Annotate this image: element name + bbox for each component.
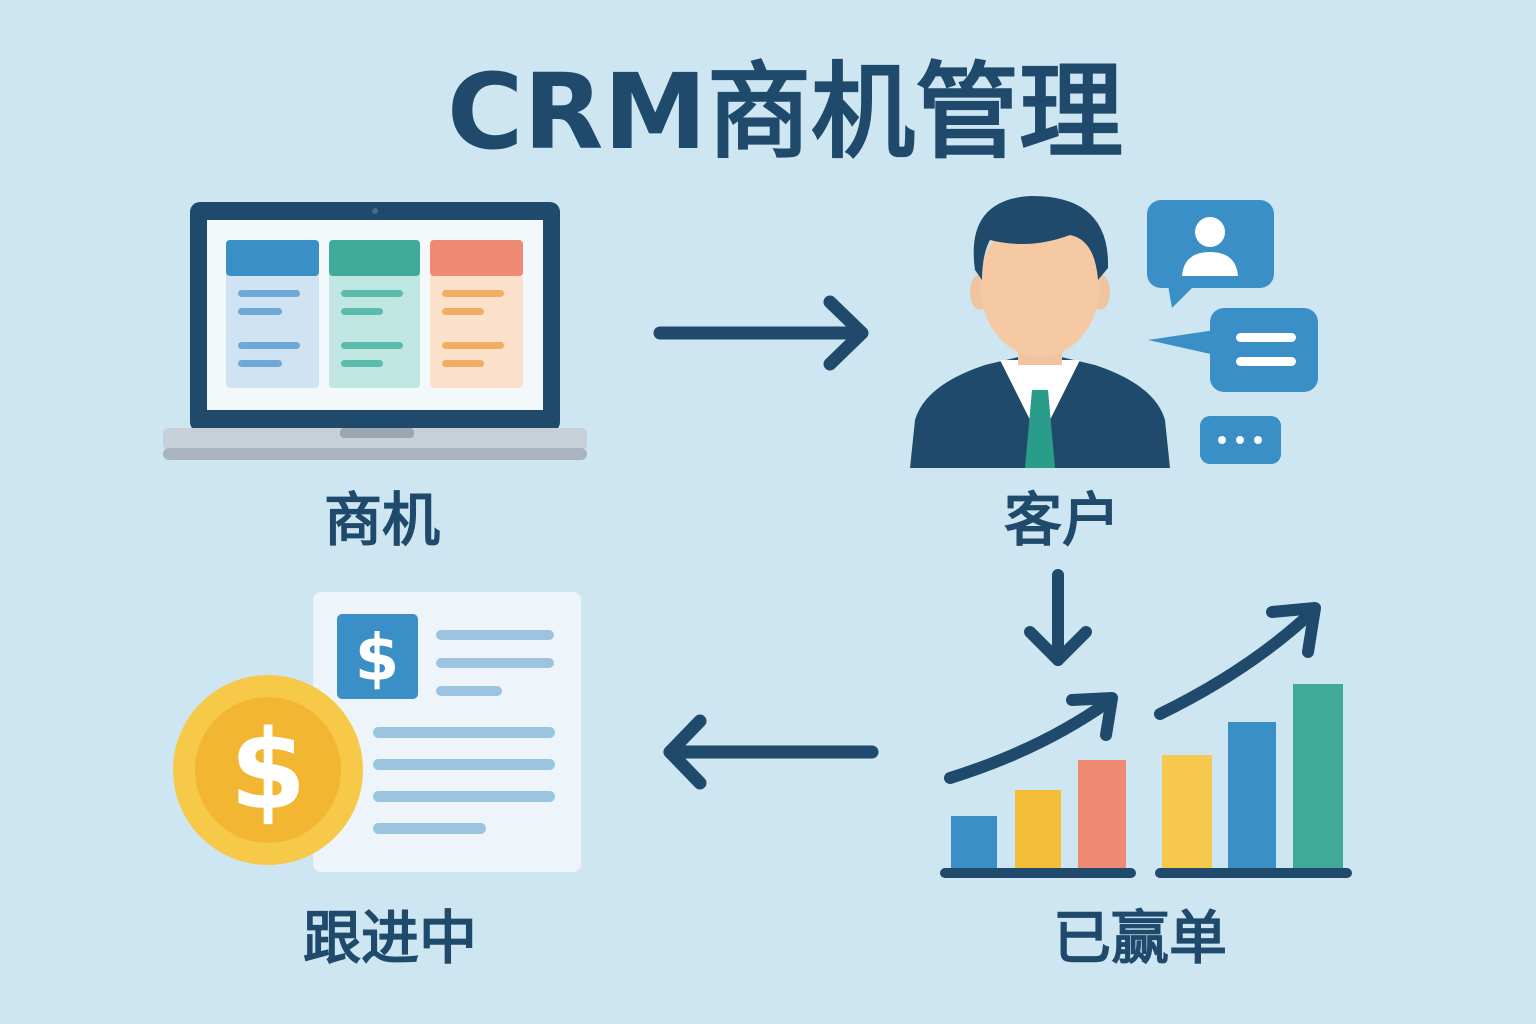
stage-label-opportunity: 商机: [324, 486, 440, 554]
growth-bar-chart-icon: [940, 602, 1352, 878]
arrow-right-icon: [653, 295, 869, 371]
stage-label-won: 已赢单: [1053, 904, 1227, 972]
svg-text:$: $: [230, 706, 307, 834]
arrow-left-icon: [663, 714, 879, 790]
arrow-down-icon: [1024, 569, 1092, 666]
kanban-column-blue: [226, 240, 319, 388]
stage-label-following: 跟进中: [303, 904, 477, 972]
invoice-document-icon: $: [313, 592, 581, 872]
stage-label-customer: 客户: [1004, 486, 1120, 554]
dollar-sign-icon: $: [355, 622, 400, 696]
kanban-column-teal: [329, 240, 420, 388]
page-title: CRM商机管理: [447, 51, 1123, 173]
businessman-icon: [910, 195, 1170, 468]
kanban-column-salmon: [430, 240, 523, 388]
gold-coin-icon: $: [173, 675, 363, 865]
laptop-kanban-icon: [163, 202, 587, 460]
chat-bubbles-icon: [1147, 200, 1318, 464]
